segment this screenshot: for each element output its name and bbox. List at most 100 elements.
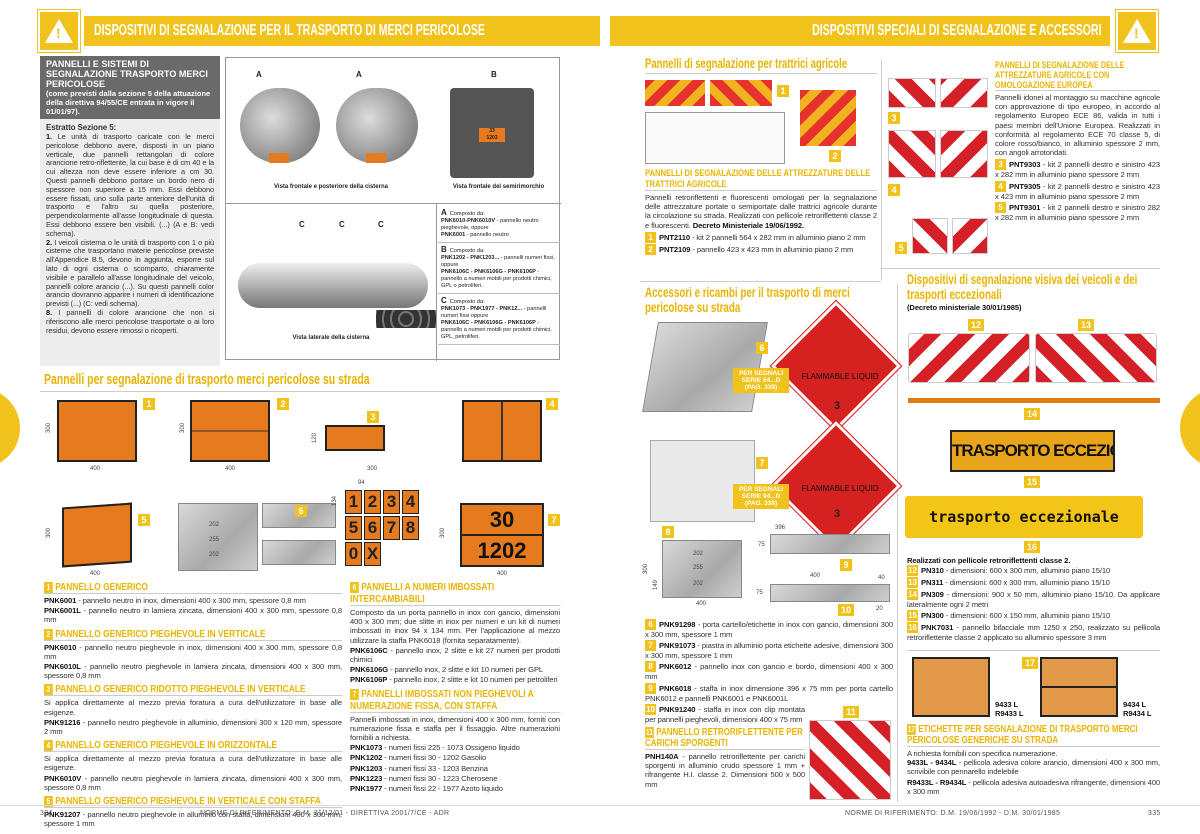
product-code: PNK1202 [350, 753, 383, 763]
label-code: 9433 L [995, 700, 1019, 709]
footer-norms-right: NORME DI RIFERIMENTO: D.M. 19/06/1992 - … [845, 810, 1061, 817]
section-number: 3 [44, 684, 53, 696]
product-item: PNK6001 - pannello neutro in inox, dimen… [44, 596, 342, 605]
section-17-description: A richiesta fornibili con specifica nume… [907, 749, 1058, 758]
section-title-text: PANNELLO GENERICO RIDOTTO PIEGHEVOLE IN … [55, 683, 306, 696]
item-number: 6 [645, 619, 656, 630]
product-item: PNK1202 - numeri fissi 30 - 1202 Gasolio [350, 753, 560, 762]
product-description: - pannello neutro pieghevole in allumini… [44, 717, 342, 737]
strip-14-image [908, 398, 1160, 403]
orange-plate [366, 153, 386, 163]
product-code: PNK91298 [659, 620, 696, 629]
product-description: - kit 2 pannelli destro e sinistro 423 x… [995, 181, 1161, 201]
page-number-right: 335 [1148, 810, 1161, 817]
plate-top: 33 [489, 128, 495, 134]
placard-text: FLAMMABLE LIQUID [801, 372, 879, 381]
section-number: 5 [44, 796, 53, 808]
intro-box: PANNELLI E SISTEMI DI SEGNALAZIONE TRASP… [40, 56, 220, 366]
note-text: - pannelli numeri fissi, oppure [441, 255, 555, 268]
section-number: 7 [350, 688, 359, 700]
product-code: PNT9305 [1009, 181, 1041, 191]
product-code: PN300 [921, 611, 944, 621]
eccezionali-title: Dispositivi di segnalazione visiva dei v… [907, 271, 1138, 302]
product-item: PNK6106G - pannello inox, 2 slitte e kit… [350, 665, 560, 674]
tank-front-image [336, 88, 418, 163]
product-description: - pellicola adesiva autoadesiva rifrange… [907, 777, 1160, 796]
placard-image [769, 299, 903, 433]
item-number: 13 [907, 577, 918, 589]
label-code: R9433 L [995, 709, 1024, 718]
number-plate: 4 [402, 490, 419, 514]
section-description: Pannelli imbossati in inox, dimensioni 4… [350, 714, 560, 743]
figure-number: 2 [829, 150, 841, 162]
product-item: PNK6001L - pannello neutro in lamiera zi… [44, 606, 342, 624]
note-codes: PNK6106C - PNK6106G - PNK6106P [441, 320, 536, 326]
item-number: 2 [645, 243, 656, 255]
agri-description: Pannelli retroriflettenti e fluorescenti… [645, 193, 877, 230]
product-code: PNT2110 [659, 232, 690, 242]
intro-title: PANNELLI E SISTEMI DI SEGNALAZIONE TRASP… [46, 59, 208, 89]
page-tab-right[interactable] [1180, 388, 1200, 468]
number-plate: 1 [345, 490, 362, 514]
left-section-title: Pannelli per segnalazione di trasporto m… [44, 371, 370, 388]
dimension-label: 400 [810, 573, 821, 579]
series-badge: PER SEGNALI SERIE 64...D (PAG. 338) [733, 368, 789, 393]
wheels-image [376, 310, 436, 328]
note-codes: PNK1202 - PNK1203... [441, 255, 500, 261]
product-description: - pannello inox, 2 slitte e kit 10 numer… [390, 665, 544, 675]
number-plate: 0 [345, 542, 362, 566]
item-number: 16 [907, 622, 918, 634]
dimension-label: 300 [643, 563, 650, 575]
agri-subtitle: PANNELLI DI SEGNALAZIONE DELLE ATTREZZAT… [645, 168, 877, 191]
dimension-label: 400 [225, 466, 236, 472]
section-description: Si applica direttamente al mezzo previa … [44, 754, 342, 773]
eu-panel-image [888, 130, 936, 178]
dimension-label: 255 [693, 565, 704, 571]
number-plate: 7 [383, 516, 400, 540]
panel-8-image: 202 255 202 [662, 540, 742, 598]
product-description: - pannello neutro in inox, dimensioni 40… [78, 596, 306, 605]
product-description: - kit 2 pannelli destro e sinistro 282 x… [995, 202, 1161, 222]
number-plate: 5 [345, 516, 362, 540]
label-a: A [256, 70, 262, 79]
section-title-text: PANNELLO GENERICO [55, 581, 148, 593]
note-intro: Composto da: [449, 299, 485, 305]
page-tab-left[interactable] [0, 388, 20, 468]
dimension-label: 300 [180, 422, 187, 434]
product-item: PNK1977 - numeri fissi 22 - 1977 Azoto l… [350, 784, 560, 793]
figure-number: 5 [895, 242, 907, 254]
figure-number: 17 [1022, 657, 1038, 669]
product-description: - numeri fissi 30 - 1223 Cherosene [384, 773, 498, 783]
product-item: PNK6106C - pannello inox, 2 slitte e kit… [350, 646, 560, 664]
product-code: PN309 [921, 590, 944, 600]
dimension-label: 202 [693, 581, 704, 587]
product-description: - numeri fissi 22 - 1977 Azoto liquido [384, 784, 503, 794]
product-code: 9433L - 9434L [907, 758, 957, 768]
plate-7-image [650, 440, 755, 522]
eccezionali-decree: (Decreto ministeriale 30/01/1985) [907, 303, 1022, 312]
figure-number: 1 [143, 398, 155, 410]
product-code: PNK6001L [44, 606, 81, 616]
product-description: - kit 2 pannelli destro e sinistro 423 x… [995, 160, 1161, 180]
product-item: PNK6106P - pannello inox, 2 slitte e kit… [350, 675, 560, 684]
dimension-label: 300 [440, 527, 447, 539]
right-page-title: DISPOSITIVI SPECIALI DI SEGNALAZIONE E A… [812, 22, 1102, 39]
number-plate: 8 [402, 516, 419, 540]
product-description: - porta cartello/etichette in inox con g… [645, 620, 894, 639]
paragraph-text: I veicoli cisterna o le unità di traspor… [46, 237, 214, 309]
item-number: 1 [645, 231, 656, 243]
note-text: - pannello neutro pieghevole, oppure [441, 218, 539, 231]
section-number: 2 [44, 628, 53, 640]
